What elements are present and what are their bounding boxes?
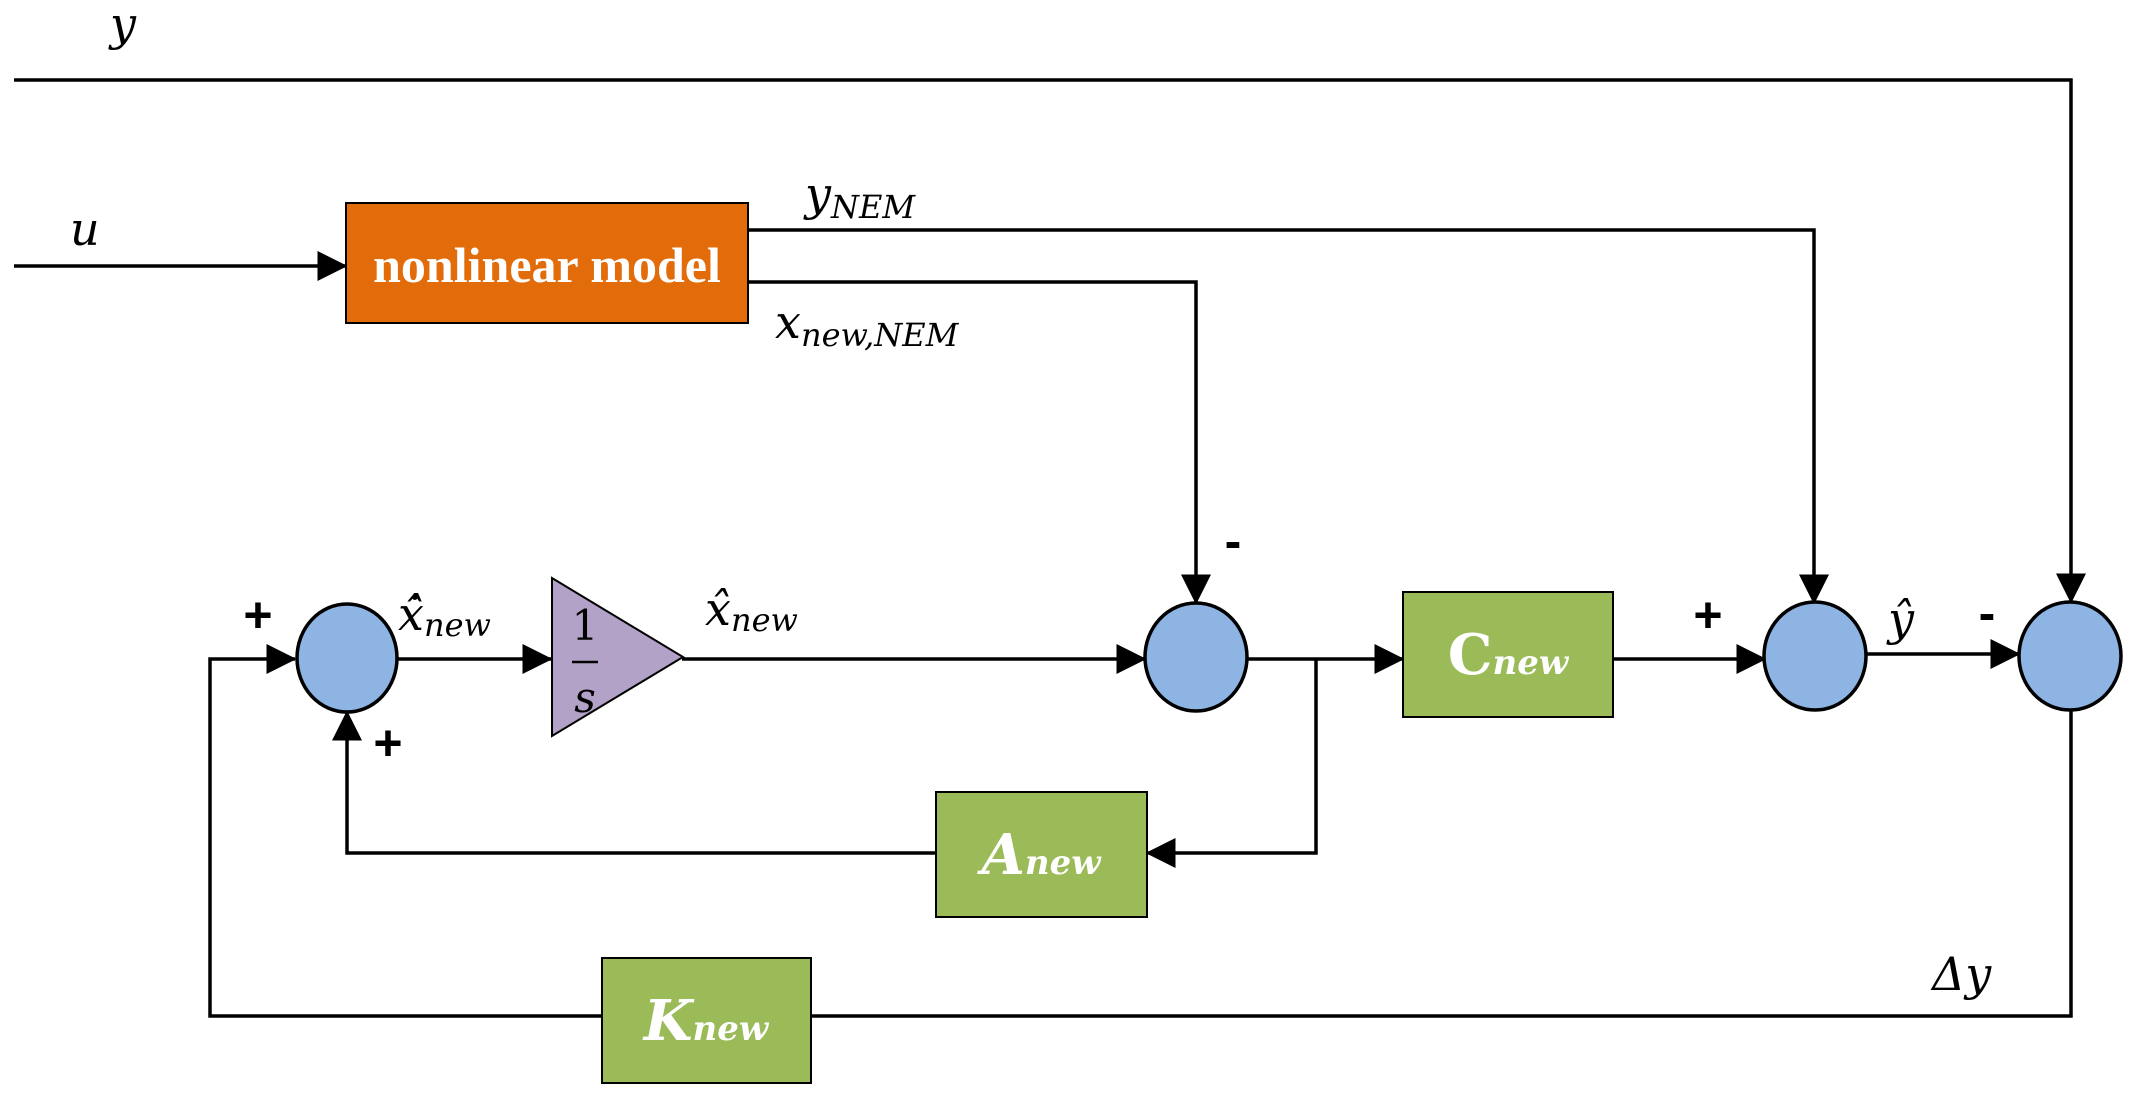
label-x-new-nem: xnew,NEM — [775, 295, 960, 354]
k-new-block — [601, 957, 812, 1084]
integrator-numerator: 1 — [572, 601, 599, 650]
wire-x-new-nem — [748, 280, 1211, 605]
sign-sum1-left: + — [243, 587, 272, 643]
label-u: u — [70, 202, 100, 256]
c-new-label: Cnew — [1448, 622, 1570, 688]
c-new-block — [1402, 591, 1614, 718]
summing-junction-3 — [1762, 600, 1868, 712]
sign-sum4-left: - — [1979, 585, 1996, 641]
wire-y — [14, 78, 2086, 604]
summing-junction-1 — [295, 602, 399, 714]
sign-sum1-bottom: + — [373, 715, 402, 771]
a-new-block — [935, 791, 1148, 918]
integrator-block — [551, 576, 685, 738]
wire-to-a — [1145, 659, 1318, 868]
label-delta-y: Δy — [1930, 947, 1992, 1001]
wire-y-nem — [748, 228, 1829, 605]
label-y: y — [108, 0, 137, 51]
sign-sum2-top: - — [1225, 513, 1242, 569]
summing-junction-2 — [1143, 601, 1249, 713]
wire-delta-y — [208, 644, 2073, 1018]
nonlinear-model-block — [345, 202, 749, 324]
sign-sum3-left: + — [1693, 587, 1722, 643]
wire-a-out — [332, 710, 936, 855]
label-x-hat-new: x̂new — [705, 582, 798, 639]
k-new-label: Knew — [642, 988, 770, 1054]
label-y-nem: yNEM — [803, 167, 916, 226]
summing-junction-4 — [2017, 600, 2123, 712]
a-new-label: Anew — [976, 822, 1102, 888]
integrator-denominator: s — [574, 673, 596, 722]
label-y-hat: ŷ — [1886, 592, 1915, 646]
nonlinear-model-label: nonlinear model — [373, 237, 721, 293]
label-xdot-hat-new: x̂̇new — [398, 587, 491, 644]
